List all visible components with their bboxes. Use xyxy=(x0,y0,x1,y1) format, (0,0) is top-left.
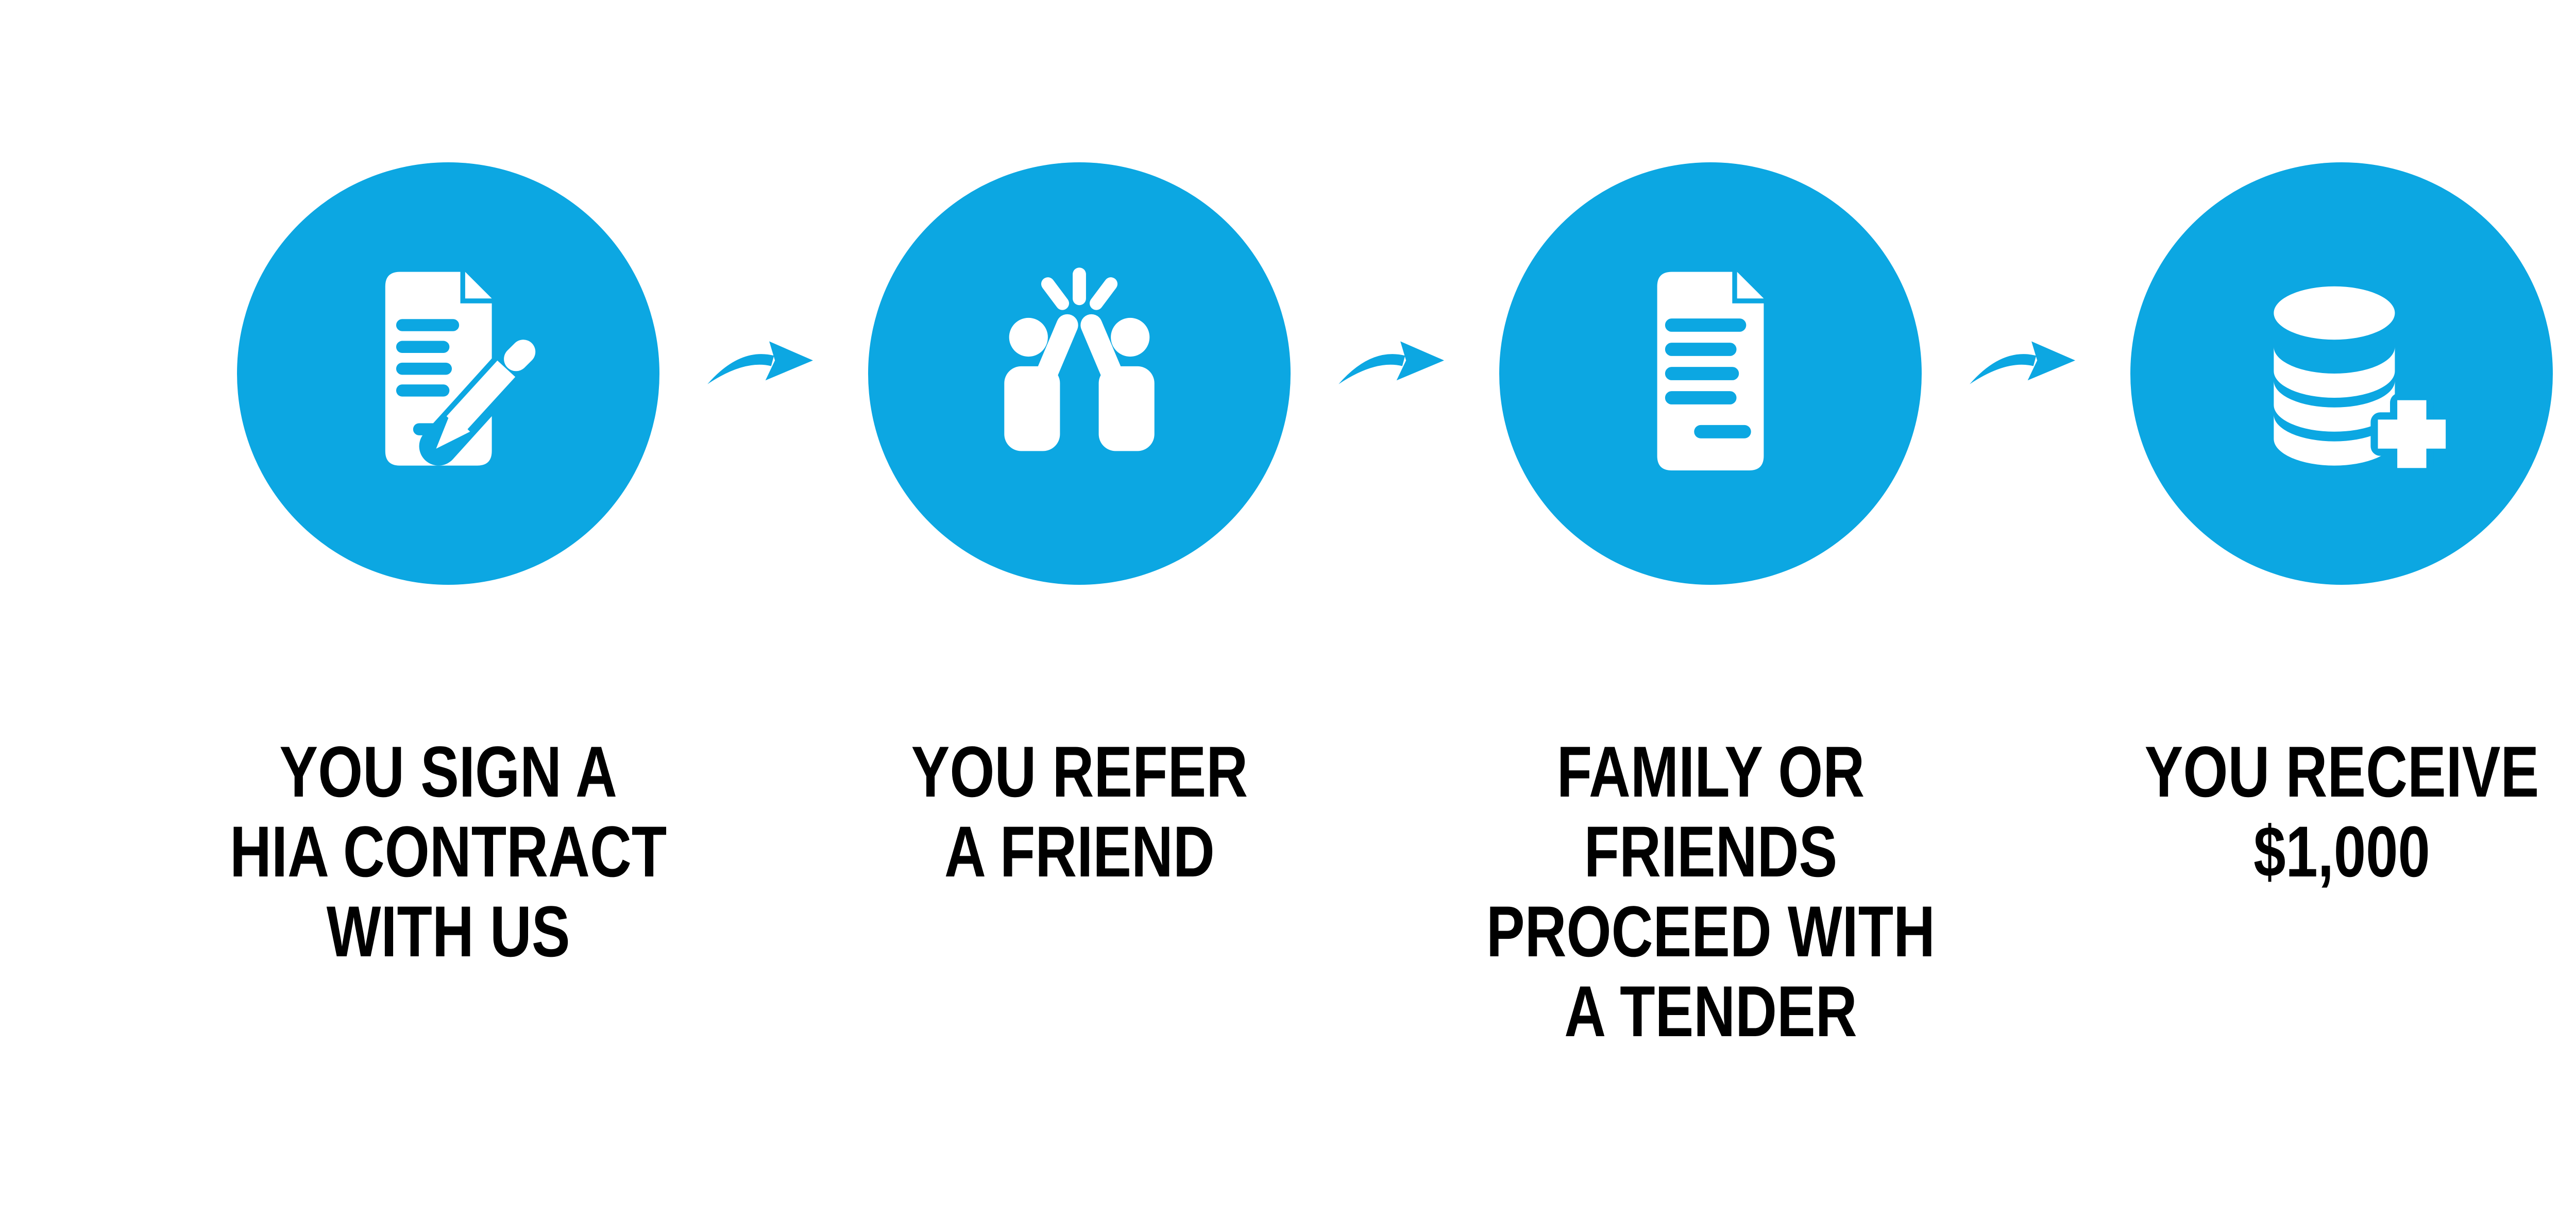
high-five-icon xyxy=(1004,267,1155,451)
step-label-line: YOU SIGN A xyxy=(279,731,617,812)
step-label: YOU RECEIVE $1,000 xyxy=(2144,732,2539,891)
step-refer-friend: YOU REFER A FRIEND xyxy=(744,162,1414,891)
step-label-line: A FRIEND xyxy=(944,811,1215,892)
step-icon-circle xyxy=(868,162,1291,585)
step-label-line: FRIENDS xyxy=(1584,811,1837,892)
money-stack-plus-icon xyxy=(2274,286,2453,476)
step-label-line: $1,000 xyxy=(2253,811,2430,892)
step-sign-contract: YOU SIGN A HIA CONTRACT WITH US xyxy=(113,162,783,971)
step-icon-circle xyxy=(237,162,659,585)
step-you-receive: YOU RECEIVE $1,000 xyxy=(2007,162,2576,891)
step-proceed-tender: FAMILY OR FRIENDS PROCEED WITH A TENDER xyxy=(1376,162,2045,1051)
step-label: YOU REFER A FRIEND xyxy=(911,732,1247,891)
step-label-line: HIA CONTRACT xyxy=(229,811,667,892)
contract-signing-icon xyxy=(385,272,550,466)
step-icon-circle xyxy=(1499,162,1922,585)
step-icon-circle xyxy=(2130,162,2553,585)
step-label: FAMILY OR FRIENDS PROCEED WITH A TENDER xyxy=(1486,732,1935,1051)
step-label-line: WITH US xyxy=(326,891,570,972)
step-label-line: PROCEED WITH xyxy=(1486,891,1935,972)
step-label: YOU SIGN A HIA CONTRACT WITH US xyxy=(230,732,667,971)
step-label-line: YOU RECEIVE xyxy=(2144,731,2539,812)
tender-document-icon xyxy=(1657,272,1764,470)
step-label-line: YOU REFER xyxy=(911,731,1248,812)
step-label-line: A TENDER xyxy=(1564,971,1857,1052)
step-label-line: FAMILY OR xyxy=(1556,731,1865,812)
